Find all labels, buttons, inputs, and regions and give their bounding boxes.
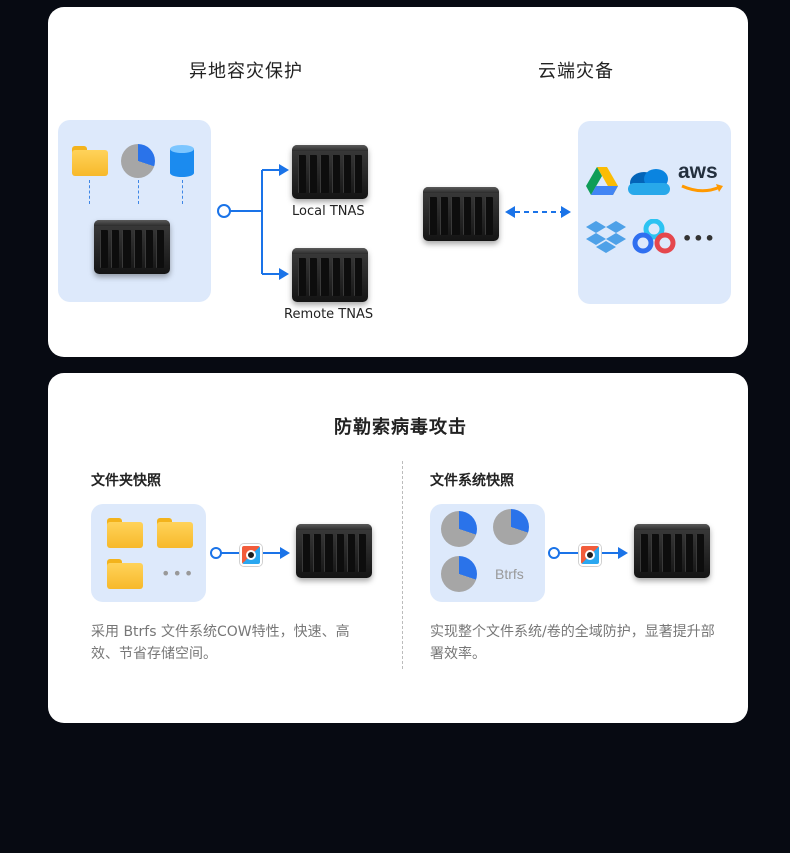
folder-icon [107, 559, 143, 589]
local-tnas-device [292, 145, 368, 199]
pie-chart-icon [493, 509, 529, 545]
baidu-netdisk-icon [632, 219, 676, 254]
cloud-source-nas-device [423, 187, 499, 241]
ransomware-title: 防勒索病毒攻击 [334, 417, 467, 438]
source-panel [58, 120, 211, 302]
fs-snapshot-subtitle: 文件系统快照 [430, 473, 514, 489]
ransomware-protection-card: 防勒索病毒攻击 文件夹快照 ••• 采用 Btrfs 文件系统COW特性，快速、… [48, 373, 748, 723]
remote-tnas-device [292, 248, 368, 302]
google-drive-icon [586, 167, 618, 195]
snapshot-target-nas [296, 524, 372, 578]
pie-chart-icon [121, 144, 155, 178]
more-icon: ••• [161, 564, 196, 583]
folder-icon [107, 518, 143, 548]
connector-line [89, 180, 90, 204]
btrfs-label: Btrfs [495, 566, 524, 582]
local-tnas-label: Local TNAS [292, 204, 365, 219]
dropbox-icon [586, 221, 626, 253]
folder-snapshot-subtitle: 文件夹快照 [91, 473, 161, 489]
bidirectional-arrow [505, 206, 571, 218]
onedrive-icon [628, 169, 670, 195]
pie-chart-icon [441, 511, 477, 547]
pie-chart-icon [441, 556, 477, 592]
connector-line [182, 180, 183, 204]
section-divider [402, 461, 403, 669]
cloud-providers-panel: aws ••• [578, 121, 731, 304]
folder-icon [72, 146, 108, 176]
disaster-recovery-card: 异地容灾保护 云端灾备 Local TNAS Remote TNAS [48, 7, 748, 357]
snapshot-target-nas [634, 524, 710, 578]
fs-snapshot-desc: 实现整个文件系统/卷的全域防护，显著提升部署效率。 [430, 624, 715, 662]
snapshot-camera-icon [579, 544, 601, 566]
database-icon [170, 145, 194, 177]
fs-snapshot-panel: Btrfs [430, 504, 545, 602]
aws-icon: aws [678, 161, 724, 197]
connector-line [138, 180, 139, 204]
remote-dr-title: 异地容灾保护 [189, 61, 303, 82]
folder-icon [157, 518, 193, 548]
folder-snapshot-desc: 采用 Btrfs 文件系统COW特性，快速、高效、节省存储空间。 [91, 624, 350, 662]
snapshot-camera-icon [240, 544, 262, 566]
folder-snapshot-panel: ••• [91, 504, 206, 602]
source-nas-device [94, 220, 170, 274]
cloud-dr-title: 云端灾备 [538, 61, 614, 82]
more-icon: ••• [682, 229, 716, 248]
remote-tnas-label: Remote TNAS [284, 307, 374, 322]
branch-connector [217, 164, 289, 280]
